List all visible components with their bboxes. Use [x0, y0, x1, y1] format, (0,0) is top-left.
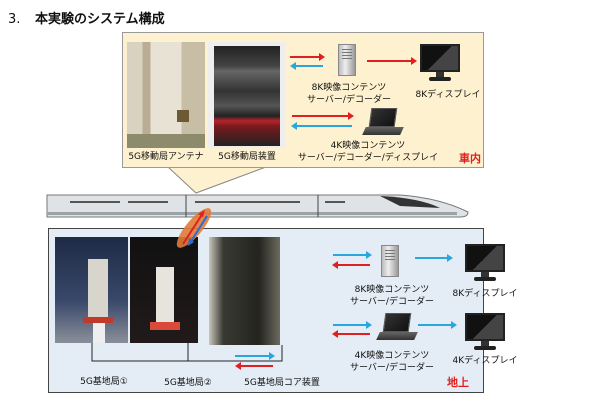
ground-area-label: 地上 [447, 376, 469, 389]
server-4k-label: サーバー/デコーダー [350, 363, 434, 373]
core-equipment-photo [209, 237, 280, 345]
downlink-arrow [367, 57, 417, 65]
server-8k-label: 8K映像コンテンツ [311, 83, 387, 93]
uplink-arrow [418, 321, 457, 329]
fiber-connection-line [91, 343, 283, 362]
server-8k-icon [338, 44, 356, 76]
server-8k-label: サーバー/デコーダー [307, 95, 391, 105]
display-8k-label: 8Kディスプレイ [415, 90, 481, 100]
mobile-antenna-photo [127, 42, 205, 148]
display-4k-label: 4Kディスプレイ [452, 356, 518, 366]
in-car-area-label: 車内 [459, 152, 481, 165]
mobile-equipment-photo [208, 42, 286, 148]
downlink-radio-arrow [182, 212, 204, 245]
downlink-arrow [290, 53, 325, 61]
downlink-arrow [332, 261, 370, 269]
core-equipment-label: 5G基地局コア装置 [244, 378, 320, 388]
downlink-arrow [235, 362, 273, 370]
laptop-4k-label: 4K映像コンテンツ [330, 141, 406, 151]
uplink-radio-arrow [189, 215, 208, 244]
base-station-2-label: 5G基地局② [164, 378, 212, 388]
server-4k-label: 4K映像コンテンツ [354, 351, 430, 361]
mobile-antenna-label: 5G移動局アンテナ [128, 152, 204, 162]
uplink-arrow [415, 254, 453, 262]
uplink-arrow [235, 352, 275, 360]
downlink-arrow [292, 112, 354, 120]
base-station-1-photo [55, 237, 128, 343]
server-4k-icon [376, 313, 418, 343]
server-8k-label: サーバー/デコーダー [350, 297, 434, 307]
base-station-1-label: 5G基地局① [80, 377, 128, 387]
uplink-arrow [333, 321, 372, 329]
uplink-arrow [333, 251, 372, 259]
server-8k-label: 8K映像コンテンツ [354, 285, 430, 295]
display-8k-icon [420, 44, 460, 82]
downlink-arrow [332, 330, 370, 338]
display-8k-label: 8Kディスプレイ [452, 289, 518, 299]
uplink-arrow [290, 62, 323, 70]
section-title: 3.本実験のシステム構成 [8, 12, 165, 27]
laptop-4k-label: サーバー/デコーダー/ディスプレイ [297, 153, 439, 163]
mobile-equipment-label: 5G移動局装置 [218, 152, 276, 162]
server-8k-icon [381, 245, 399, 277]
uplink-arrow [291, 122, 352, 130]
display-4k-icon [465, 313, 505, 351]
display-8k-icon [465, 244, 505, 282]
base-station-2-photo [130, 237, 198, 343]
